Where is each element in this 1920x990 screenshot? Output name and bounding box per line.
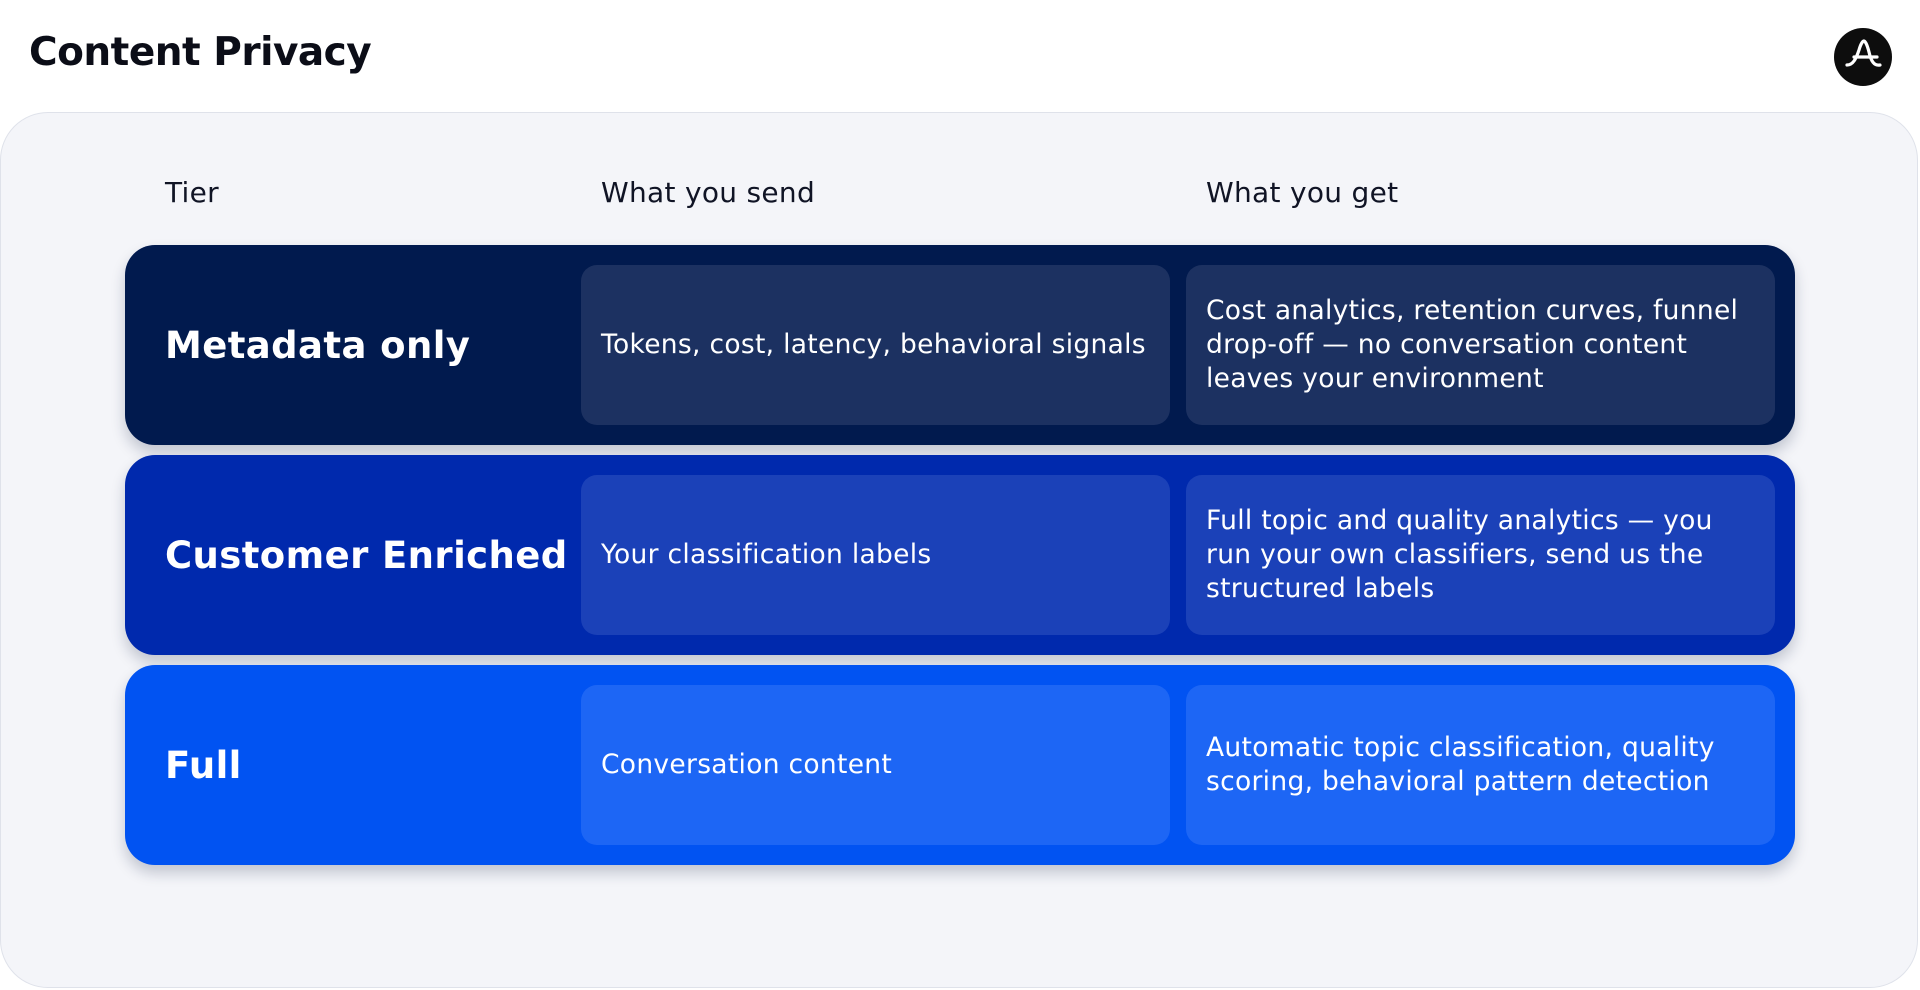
tier-name: Metadata only — [165, 323, 471, 367]
what-you-get-cell: Full topic and quality analytics — you r… — [1186, 475, 1775, 635]
what-you-get-cell: Cost analytics, retention curves, funnel… — [1186, 265, 1775, 425]
page-title: Content Privacy — [29, 30, 372, 75]
tier-name: Full — [165, 743, 242, 787]
what-you-send-cell: Your classification labels — [581, 475, 1170, 635]
tier-row-full: Full Conversation content Automatic topi… — [125, 665, 1795, 865]
header-what-you-get: What you get — [1206, 176, 1399, 209]
what-you-send-cell: Tokens, cost, latency, behavioral signal… — [581, 265, 1170, 425]
what-you-get-cell: Automatic topic classification, quality … — [1186, 685, 1775, 845]
tier-row-customer-enriched: Customer Enriched Your classification la… — [125, 455, 1795, 655]
amplitude-logo-icon — [1834, 28, 1892, 86]
tier-name: Customer Enriched — [165, 533, 568, 577]
what-you-send-cell: Conversation content — [581, 685, 1170, 845]
header-what-you-send: What you send — [601, 176, 816, 209]
header-tier: Tier — [165, 176, 219, 209]
tier-row-metadata-only: Metadata only Tokens, cost, latency, beh… — [125, 245, 1795, 445]
